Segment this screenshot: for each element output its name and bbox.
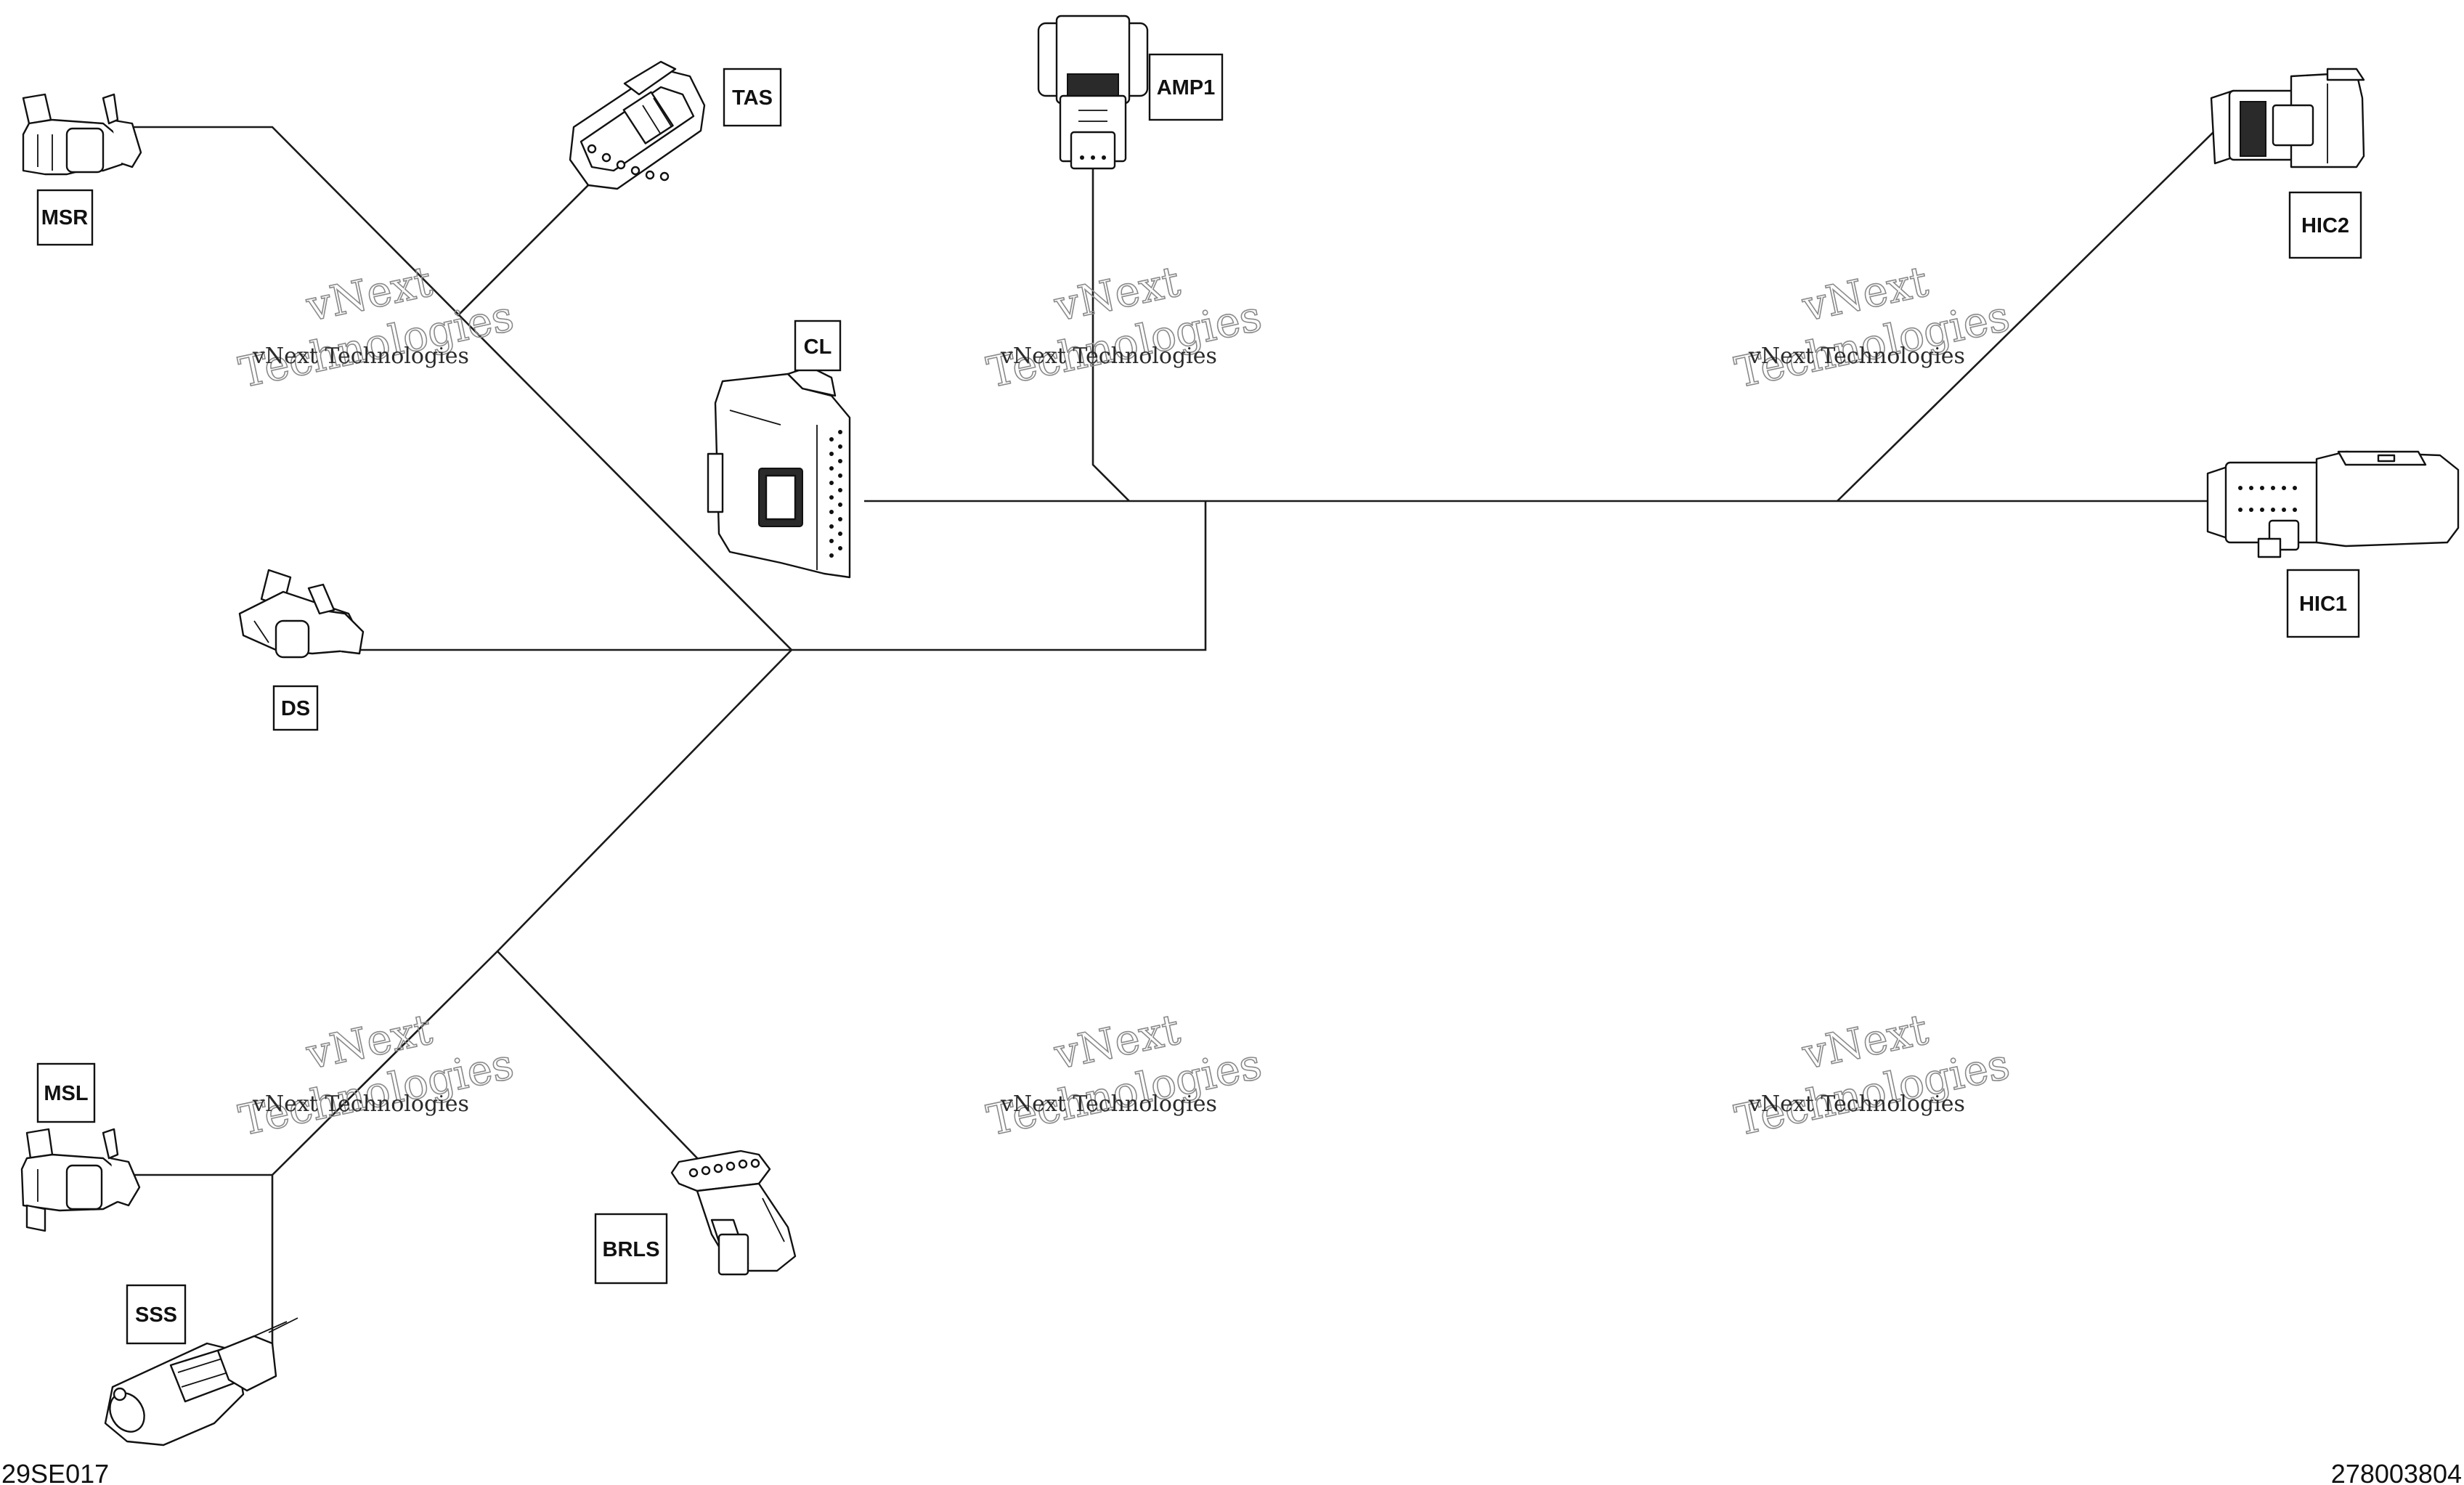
- amp1-connector-icon[interactable]: [1037, 15, 1149, 170]
- svg-text:vNext Technologies: vNext Technologies: [1748, 343, 1965, 369]
- svg-text:vNext Technologies: vNext Technologies: [252, 1091, 469, 1117]
- watermark-group: vNext Technologies vNext Technologies vN…: [235, 256, 2014, 1146]
- tas-label-text: TAS: [732, 86, 773, 110]
- hic1-connector-icon[interactable]: [2206, 450, 2460, 558]
- figure-code: 29SE017: [1, 1459, 109, 1485]
- harness-wires: [120, 126, 2219, 1351]
- label-hic2: HIC2: [2288, 191, 2362, 259]
- cl-connector-icon[interactable]: [707, 365, 851, 579]
- svg-text:vNext Technologies: vNext Technologies: [1000, 1091, 1217, 1117]
- label-amp1: AMP1: [1148, 53, 1224, 121]
- tas-connector-icon[interactable]: [569, 60, 706, 190]
- hic1-label-text: HIC1: [2299, 593, 2347, 616]
- watermark: vNext Technologies vNext Technologies: [983, 256, 1266, 398]
- watermark: vNext Technologies vNext Technologies: [983, 1004, 1266, 1146]
- wire-hic2: [1837, 126, 2219, 502]
- wire-msr: [123, 126, 792, 651]
- brls-pins: [688, 1158, 760, 1178]
- msl-connector-icon[interactable]: [20, 1128, 141, 1232]
- label-brls: BRLS: [594, 1213, 668, 1285]
- svg-text:vNext Technologies: vNext Technologies: [1000, 343, 1217, 369]
- label-msr: MSR: [36, 189, 94, 246]
- wire-tas: [457, 166, 607, 317]
- amp1-label-text: AMP1: [1157, 76, 1216, 99]
- watermark: vNext Technologies vNext Technologies: [235, 256, 519, 398]
- hic2-connector-icon[interactable]: [2210, 68, 2365, 168]
- label-sss: SSS: [126, 1284, 187, 1345]
- ds-label-text: DS: [281, 697, 310, 720]
- wire-amp1: [1091, 167, 1130, 502]
- label-msl: MSL: [36, 1062, 96, 1123]
- wire-ds-branch: [356, 501, 1207, 651]
- label-cl: CL: [794, 320, 842, 372]
- hic2-label-text: HIC2: [2301, 214, 2349, 237]
- brls-connector-icon[interactable]: [670, 1150, 797, 1276]
- part-number: 278003804: [2331, 1459, 2462, 1485]
- msr-label-text: MSR: [41, 206, 89, 229]
- msl-label-text: MSL: [44, 1082, 88, 1105]
- svg-text:vNext Technologies: vNext Technologies: [1748, 1091, 1965, 1117]
- label-tas: TAS: [723, 68, 782, 127]
- watermark: vNext Technologies vNext Technologies: [1731, 256, 2014, 398]
- sss-label-text: SSS: [135, 1303, 177, 1327]
- watermark: vNext Technologies vNext Technologies: [1731, 1004, 2014, 1146]
- brls-label-text: BRLS: [603, 1238, 660, 1261]
- watermark: vNext Technologies vNext Technologies: [235, 1004, 519, 1146]
- ds-connector-icon[interactable]: [238, 569, 365, 659]
- msr-connector-icon[interactable]: [22, 93, 142, 176]
- tas-pins: [587, 144, 670, 182]
- hic1-pins: [2238, 486, 2297, 512]
- cl-pin-column: [829, 430, 842, 558]
- cl-label-text: CL: [804, 335, 832, 359]
- label-ds: DS: [272, 685, 319, 731]
- wire-brls: [497, 951, 702, 1163]
- sss-connector-icon[interactable]: [103, 1317, 298, 1447]
- amp1-pins: [1080, 155, 1106, 160]
- svg-text:vNext Technologies: vNext Technologies: [252, 343, 469, 369]
- label-hic1: HIC1: [2286, 569, 2360, 638]
